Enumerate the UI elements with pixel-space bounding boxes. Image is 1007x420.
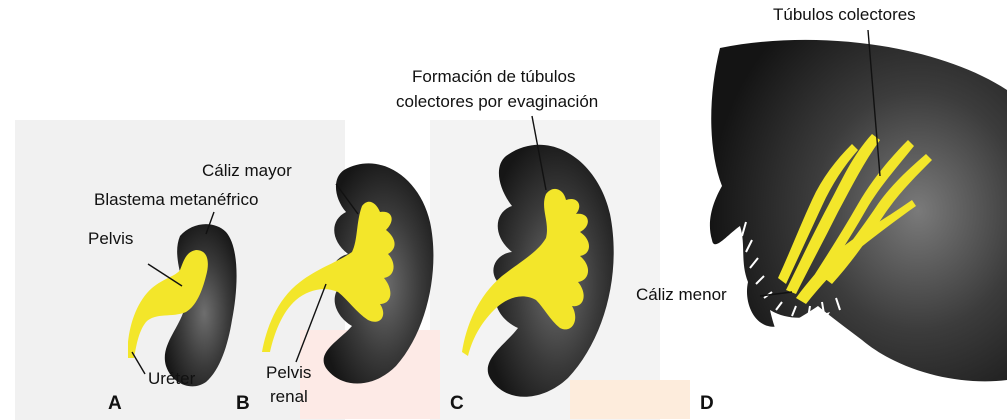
label-caliz-mayor: Cáliz mayor: [202, 162, 292, 181]
panel-letter-c: C: [450, 394, 464, 413]
label-formacion-tubulos-line2: colectores por evaginación: [396, 93, 598, 112]
panel-letter-b: B: [236, 394, 250, 413]
panel-letter-a: A: [108, 394, 122, 413]
panel-c-kidney: [462, 145, 614, 397]
label-pelvis-a: Pelvis: [88, 230, 133, 249]
panel-b-kidney: [262, 163, 433, 383]
pointer-ureter: [132, 352, 145, 374]
panel-letter-d: D: [700, 394, 714, 413]
label-tubulos-colectores: Túbulos colectores: [773, 6, 916, 25]
label-caliz-menor: Cáliz menor: [636, 286, 727, 305]
label-pelvis-renal-line1: Pelvis: [266, 364, 311, 383]
panel-d-kidney: [710, 40, 1007, 381]
panel-a-kidney: [128, 224, 237, 386]
label-pelvis-renal-line2: renal: [270, 388, 308, 407]
label-ureter: Uréter: [148, 370, 195, 389]
label-blastema-metanefrico: Blastema metanéfrico: [94, 191, 258, 210]
label-formacion-tubulos-line1: Formación de túbulos: [412, 68, 575, 87]
